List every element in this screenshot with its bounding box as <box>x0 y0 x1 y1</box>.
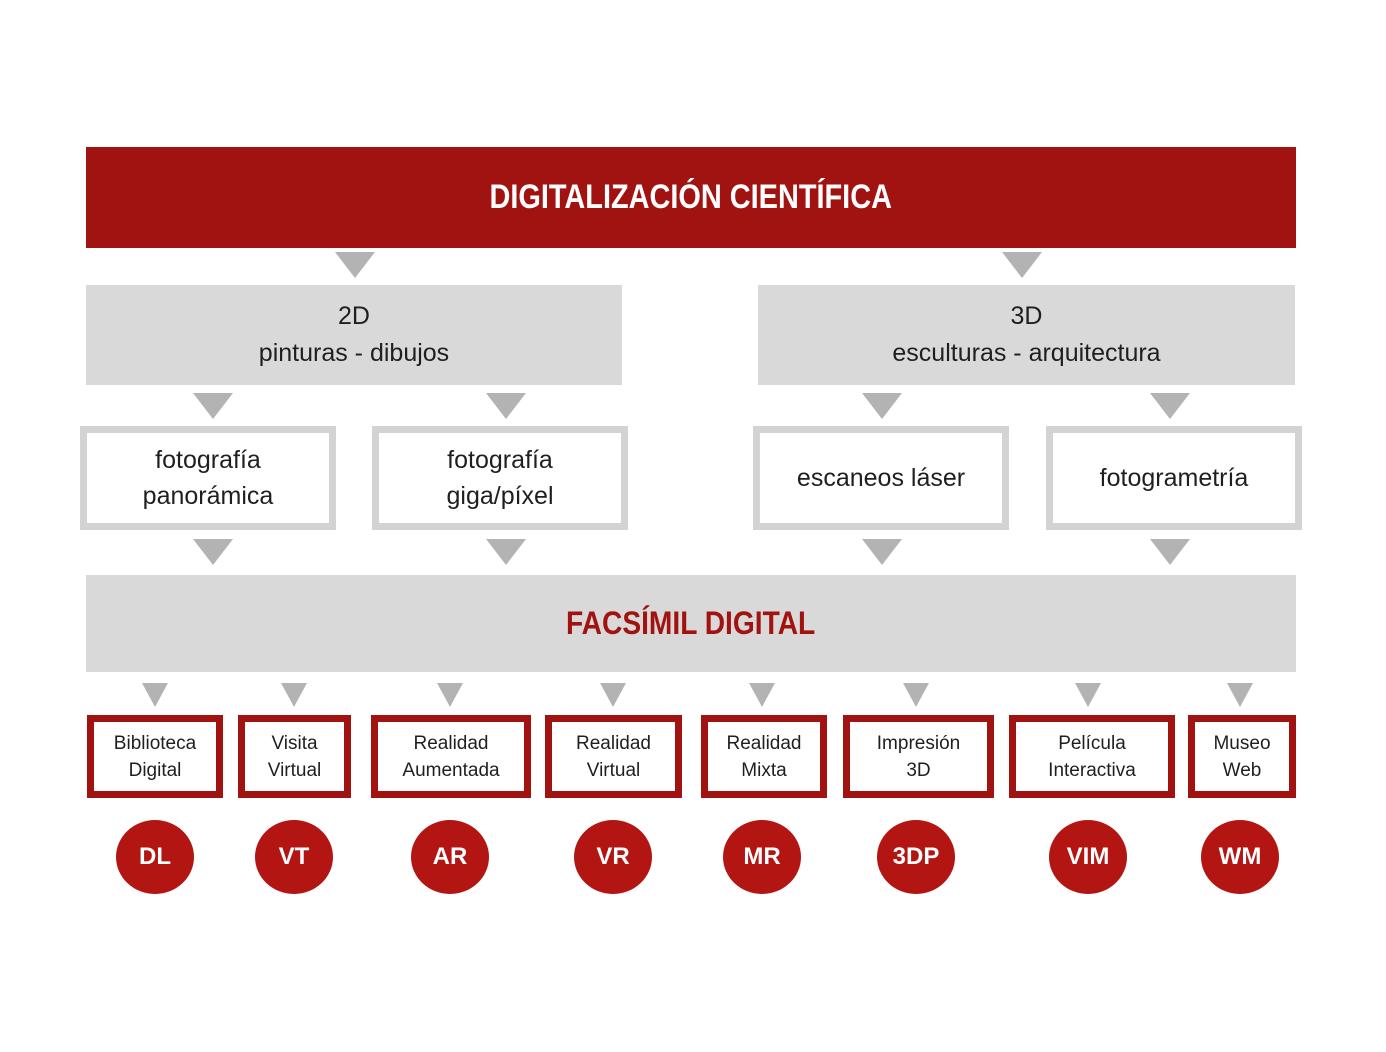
badge-code: AR <box>432 843 468 870</box>
node-fotografia-gigapixel: fotografía giga/píxel <box>372 426 628 530</box>
node-2d-title: 2D <box>338 302 370 330</box>
output-label-line: Visita <box>271 732 318 754</box>
arrow-down-icon <box>486 539 526 565</box>
badge-vim: VIM <box>1049 820 1127 894</box>
output-node-realidad-virtual: Realidad Virtual <box>545 715 682 798</box>
output-node-visita-virtual: Visita Virtual <box>238 715 351 798</box>
badge-code: 3DP <box>892 843 940 870</box>
arrow-down-icon <box>1075 683 1101 707</box>
root-node-label: DIGITALIZACIÓN CIENTÍFICA <box>489 178 893 216</box>
node-escaneos-laser: escaneos láser <box>753 426 1009 530</box>
arrow-down-icon <box>1150 539 1190 565</box>
output-node-realidad-mixta: Realidad Mixta <box>701 715 827 798</box>
method-label-line: panorámica <box>142 482 274 510</box>
badge-code: VT <box>278 843 310 870</box>
node-fotogrametria: fotogrametría <box>1046 426 1302 530</box>
badge-3dp: 3DP <box>877 820 955 894</box>
facsimil-label: FACSÍMIL DIGITAL <box>566 605 816 641</box>
badge-ar: AR <box>411 820 489 894</box>
output-label-line: Realidad <box>576 732 651 754</box>
output-node-pelicula-interactiva: Película Interactiva <box>1009 715 1175 798</box>
arrow-down-icon <box>193 539 233 565</box>
method-label-line: fotografía <box>447 446 553 474</box>
arrow-down-icon <box>486 393 526 419</box>
output-label-line: Virtual <box>267 759 322 781</box>
output-label-line: Digital <box>128 759 182 781</box>
facsimil-banner: FACSÍMIL DIGITAL <box>86 575 1296 672</box>
arrow-down-icon <box>862 539 902 565</box>
arrow-down-icon <box>903 683 929 707</box>
arrow-down-icon <box>335 252 375 278</box>
arrow-down-icon <box>281 683 307 707</box>
output-label-line: Museo <box>1213 732 1271 754</box>
arrow-down-icon <box>749 683 775 707</box>
badge-code: DL <box>139 843 171 870</box>
output-label-line: Realidad <box>726 732 802 754</box>
output-label-line: Impresión <box>876 732 961 754</box>
node-fotografia-panoramica: fotografía panorámica <box>80 426 336 530</box>
method-label-line: fotogrametría <box>1099 464 1249 492</box>
output-label-line: Interactiva <box>1048 759 1136 781</box>
badge-code: VR <box>596 843 630 870</box>
badge-mr: MR <box>723 820 801 894</box>
output-label-line: Web <box>1222 759 1262 781</box>
badge-vt: VT <box>255 820 333 894</box>
badge-wm: WM <box>1201 820 1279 894</box>
output-node-museo-web: Museo Web <box>1188 715 1296 798</box>
output-label-line: Realidad <box>413 732 489 754</box>
output-node-impresion-3d: Impresión 3D <box>843 715 994 798</box>
badge-code: WM <box>1218 843 1262 870</box>
badge-vr: VR <box>574 820 652 894</box>
badge-code: MR <box>743 843 781 870</box>
method-label-line: escaneos láser <box>796 464 966 492</box>
arrow-down-icon <box>600 683 626 707</box>
output-label-line: Mixta <box>741 759 787 781</box>
output-label-line: Virtual <box>586 759 641 781</box>
arrow-down-icon <box>1150 393 1190 419</box>
arrow-down-icon <box>1002 252 1042 278</box>
arrow-down-icon <box>193 393 233 419</box>
badge-code: VIM <box>1066 843 1110 870</box>
output-label-line: Aumentada <box>402 759 500 781</box>
output-label-line: Película <box>1058 732 1126 754</box>
arrow-down-icon <box>437 683 463 707</box>
arrow-down-icon <box>142 683 168 707</box>
output-label-line: 3D <box>906 759 931 781</box>
output-label-line: Biblioteca <box>113 732 197 754</box>
badge-dl: DL <box>116 820 194 894</box>
method-label-line: giga/píxel <box>446 482 554 510</box>
node-3d: 3D esculturas - arquitectura <box>758 285 1295 385</box>
root-node-banner: DIGITALIZACIÓN CIENTÍFICA <box>86 147 1296 248</box>
arrow-down-icon <box>1227 683 1253 707</box>
node-2d: 2D pinturas - dibujos <box>86 285 622 385</box>
output-node-realidad-aumentada: Realidad Aumentada <box>371 715 531 798</box>
node-3d-title: 3D <box>1010 302 1043 330</box>
method-label-line: fotografía <box>155 446 261 474</box>
node-2d-subtitle: pinturas - dibujos <box>258 339 450 367</box>
arrow-down-icon <box>862 393 902 419</box>
node-3d-subtitle: esculturas - arquitectura <box>892 339 1161 367</box>
output-node-biblioteca-digital: Biblioteca Digital <box>87 715 223 798</box>
